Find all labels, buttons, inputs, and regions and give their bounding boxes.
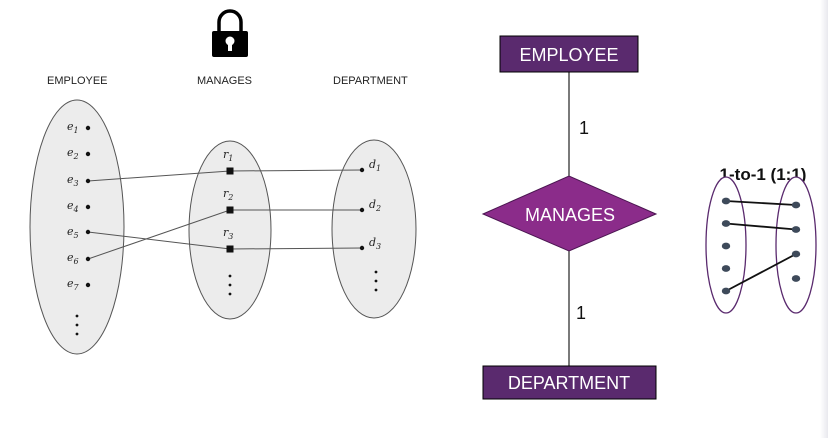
mapping-left-dot-2 — [721, 220, 731, 227]
mapping-right-ellipse — [775, 176, 817, 314]
element-label-e5: e5 — [67, 225, 79, 240]
element-label-r3: r3 — [223, 226, 233, 241]
manages-relationship-label: MANAGES — [525, 205, 615, 225]
cardinality-top: 1 — [579, 118, 589, 138]
manages-relationship-diamond — [481, 175, 658, 252]
department-set-ellipse — [331, 139, 417, 319]
element-dot-e4 — [85, 204, 91, 210]
element-label-r2: r2 — [223, 187, 233, 202]
element-label-e6: e6 — [67, 251, 79, 266]
element-dot-e7 — [85, 282, 91, 288]
element-label-e4: e4 — [67, 199, 79, 214]
mapping-title: 1-to-1 (1:1) — [720, 165, 807, 184]
mapping-left-dot-3 — [721, 242, 731, 250]
mapping-right-dot-2 — [791, 226, 801, 233]
mapping-left-dot-1 — [721, 197, 731, 205]
element-label-e3: e3 — [67, 173, 79, 188]
element-dot-d2 — [359, 207, 365, 213]
mapping-left-dot-5 — [721, 287, 731, 295]
set-label-manages: MANAGES — [197, 75, 252, 87]
right-edge-strip — [820, 0, 828, 438]
element-square-r1 — [226, 167, 234, 175]
mapping-link-2 — [725, 222, 797, 231]
element-dot-e3 — [85, 178, 91, 184]
set-label-employee: EMPLOYEE — [47, 75, 108, 87]
element-label-e2: e2 — [67, 146, 79, 161]
department-entity-label: DEPARTMENT — [508, 373, 630, 393]
manages-ellipsis — [228, 274, 232, 296]
employee-ellipsis — [75, 314, 79, 336]
mapping-right-dot-4 — [791, 275, 801, 282]
employee-entity-label: EMPLOYEE — [519, 45, 618, 65]
element-dot-d1 — [359, 167, 365, 173]
department-ellipsis — [374, 270, 378, 292]
cardinality-bottom: 1 — [576, 303, 586, 323]
element-label-r1: r1 — [223, 148, 233, 163]
mapping-right-dot-1 — [791, 201, 801, 209]
mapping-marks — [721, 197, 801, 295]
mapping-left-dot-4 — [721, 265, 731, 272]
employee-entity-box — [499, 35, 639, 73]
element-dot-e5 — [85, 229, 91, 235]
element-dot-e2 — [85, 151, 91, 157]
element-square-r2 — [226, 206, 234, 214]
element-label-e1: e1 — [67, 120, 79, 135]
element-square-r3 — [226, 245, 234, 253]
manages-elements: r1 r2 r3 — [223, 148, 234, 296]
element-dot-e1 — [85, 125, 91, 131]
employee-set-ellipse — [29, 99, 125, 355]
lock-icon — [212, 9, 248, 57]
mapping-right-dot-3 — [791, 250, 801, 258]
mapping-link-1 — [725, 200, 797, 206]
manages-set-ellipse — [188, 140, 272, 320]
department-entity-box — [482, 365, 657, 400]
mapping-link-3 — [725, 253, 797, 292]
set-label-department: DEPARTMENT — [333, 75, 408, 87]
element-dot-e6 — [85, 256, 91, 262]
element-dot-d3 — [359, 245, 365, 251]
